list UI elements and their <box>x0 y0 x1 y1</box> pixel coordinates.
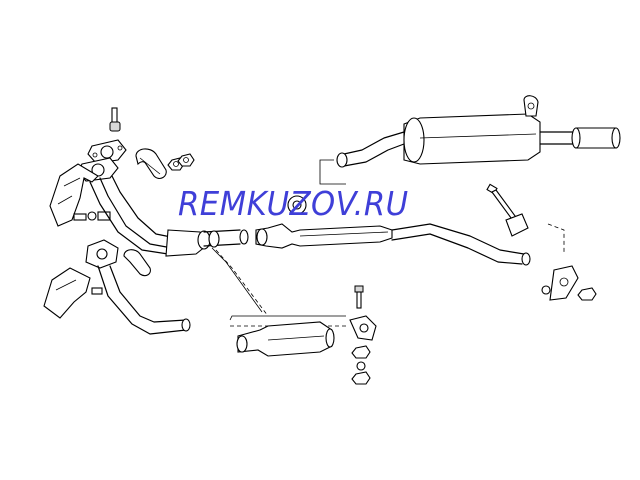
front-downpipe-upper <box>89 175 211 257</box>
front-downpipe-lower <box>391 223 531 266</box>
muffler-hanger-bracket <box>523 95 539 117</box>
resonator <box>255 223 393 249</box>
main-muffler <box>336 113 541 168</box>
leader-lines <box>211 247 346 327</box>
rear-clamp-assembly <box>541 265 597 301</box>
front-downpipe-lower-variant <box>97 265 191 335</box>
muffler-guide-lines <box>319 159 565 254</box>
bolt-washer-nut-stack <box>349 285 377 385</box>
flange-gasket <box>87 139 127 164</box>
front-pipe-bracket <box>49 163 111 227</box>
intermediate-pipe <box>203 229 249 248</box>
tail-pipe <box>539 127 621 149</box>
stud-bolt <box>109 107 121 132</box>
rear-hanger-bolt <box>486 183 529 237</box>
rubber-hanger-ring <box>287 195 307 215</box>
watermark-text: REMKUZOV.RU <box>178 184 409 223</box>
catalytic-converter-variant <box>236 321 335 357</box>
front-pipe-bracket-lower <box>43 239 151 319</box>
clamp <box>135 148 167 179</box>
nuts-and-washers <box>167 153 195 171</box>
